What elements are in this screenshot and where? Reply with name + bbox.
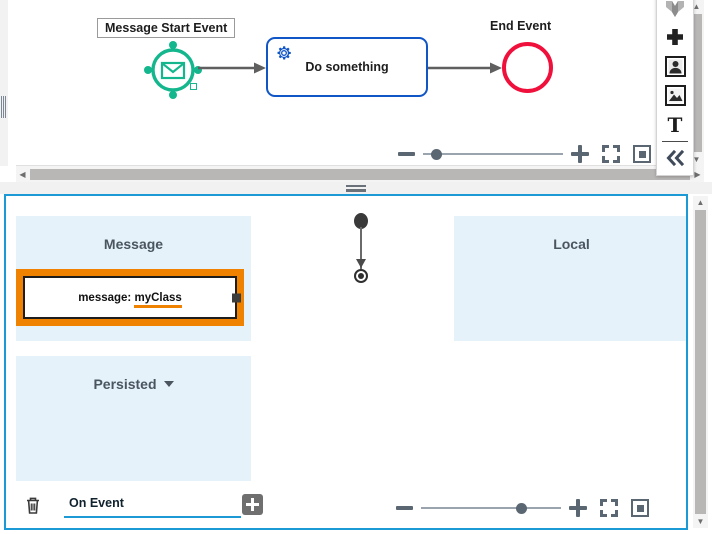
activity-zoom-slider-knob[interactable]: [516, 502, 527, 514]
event-name-field[interactable]: On Event: [64, 494, 241, 518]
bpmn-hscrollbar[interactable]: ◀ ▶: [16, 165, 704, 182]
vscroll-thumb[interactable]: [691, 14, 702, 152]
initial-node[interactable]: [354, 213, 368, 229]
message-region-title: Message: [103, 236, 164, 252]
center-view-icon[interactable]: [633, 145, 651, 163]
activity-zoom-in-button[interactable]: [569, 499, 587, 517]
task-label: Do something: [305, 60, 389, 74]
left-splitter-grip[interactable]: [1, 96, 6, 118]
text-icon[interactable]: T: [657, 110, 693, 139]
message-node-text: message: myClass: [78, 291, 182, 308]
message-node[interactable]: message: myClass: [23, 276, 237, 319]
end-event[interactable]: [502, 42, 553, 93]
envelope-icon: [151, 48, 195, 92]
sequence-flow-1: [198, 62, 266, 74]
local-region-title: Local: [553, 236, 590, 252]
pane-splitter[interactable]: [0, 182, 712, 194]
collapse-palette-icon[interactable]: [657, 143, 693, 172]
fit-screen-icon[interactable]: [602, 145, 620, 163]
chevron-down-icon[interactable]: [163, 381, 174, 387]
zoom-slider-knob[interactable]: [431, 148, 442, 160]
resize-handle[interactable]: [190, 83, 197, 90]
vscroll-up-arrow[interactable]: ▲: [692, 2, 701, 11]
task-do-something[interactable]: Do something: [266, 37, 428, 97]
palette-divider: [662, 141, 688, 142]
pane-splitter-grip[interactable]: [346, 185, 366, 192]
sequence-flow-2: [428, 62, 502, 74]
activity-center-view-icon[interactable]: [631, 499, 649, 517]
pointer-icon[interactable]: [657, 0, 693, 23]
final-node[interactable]: [354, 269, 368, 283]
local-region[interactable]: Local: [454, 216, 686, 341]
activity-zoom-slider[interactable]: [421, 499, 561, 517]
delete-icon[interactable]: [24, 495, 42, 515]
user-icon[interactable]: [657, 52, 693, 81]
message-node-value: myClass: [134, 291, 182, 308]
start-event-label: Message Start Event: [97, 18, 236, 38]
message-node-resize-handle[interactable]: [232, 293, 241, 302]
activity-zoom-slider-track: [421, 507, 561, 509]
hscroll-right-arrow[interactable]: ▶: [694, 169, 701, 179]
svg-text:T: T: [668, 115, 683, 135]
selection-dot-right[interactable]: [194, 66, 202, 74]
zoom-in-button[interactable]: [571, 145, 589, 163]
activity-zoom-toolbar[interactable]: [396, 496, 651, 520]
control-flow-arrowhead: [356, 259, 366, 268]
message-node-prefix: message:: [78, 291, 135, 304]
event-name-value: On Event: [69, 496, 124, 510]
element-palette[interactable]: T: [656, 0, 694, 176]
message-start-event[interactable]: [148, 45, 198, 95]
end-event-label: End Event: [490, 19, 552, 33]
image-icon[interactable]: [657, 81, 693, 110]
bpmn-zoom-toolbar[interactable]: [398, 142, 653, 166]
hscroll-left-arrow[interactable]: ◀: [19, 169, 26, 179]
activity-fit-screen-icon[interactable]: [600, 499, 618, 517]
activity-vscroll-up-arrow[interactable]: ▲: [696, 198, 705, 207]
zoom-slider-track: [423, 153, 563, 155]
gear-icon: [274, 43, 294, 63]
control-flow-edge[interactable]: [360, 227, 362, 269]
selection-dot-left[interactable]: [144, 66, 152, 74]
activity-zoom-out-button[interactable]: [396, 506, 413, 510]
persisted-region-label: Persisted: [93, 376, 157, 392]
bpmn-editor-pane: Message Start Event: [0, 0, 712, 182]
add-button[interactable]: [242, 494, 263, 515]
message-node-selected[interactable]: message: myClass: [16, 269, 244, 326]
selection-dot-bottom[interactable]: [169, 91, 177, 99]
activity-vscrollbar[interactable]: ▲ ▼: [693, 196, 708, 528]
vscroll-down-arrow[interactable]: ▼: [692, 155, 701, 164]
persisted-region[interactable]: Persisted: [16, 356, 251, 481]
zoom-out-button[interactable]: [398, 152, 415, 156]
activity-vscroll-thumb[interactable]: [695, 210, 706, 514]
zoom-slider[interactable]: [423, 145, 563, 163]
activity-editor-pane: Message Local Persisted message: myClass: [4, 194, 688, 530]
persisted-region-title: Persisted: [16, 376, 251, 392]
activity-vscroll-down-arrow[interactable]: ▼: [696, 517, 705, 526]
bpmn-canvas[interactable]: Message Start Event: [8, 0, 712, 182]
hscroll-thumb[interactable]: [30, 168, 690, 180]
plus-icon[interactable]: [657, 23, 693, 52]
activity-toolbar: On Event: [6, 486, 686, 528]
selection-dot-top[interactable]: [169, 41, 177, 49]
